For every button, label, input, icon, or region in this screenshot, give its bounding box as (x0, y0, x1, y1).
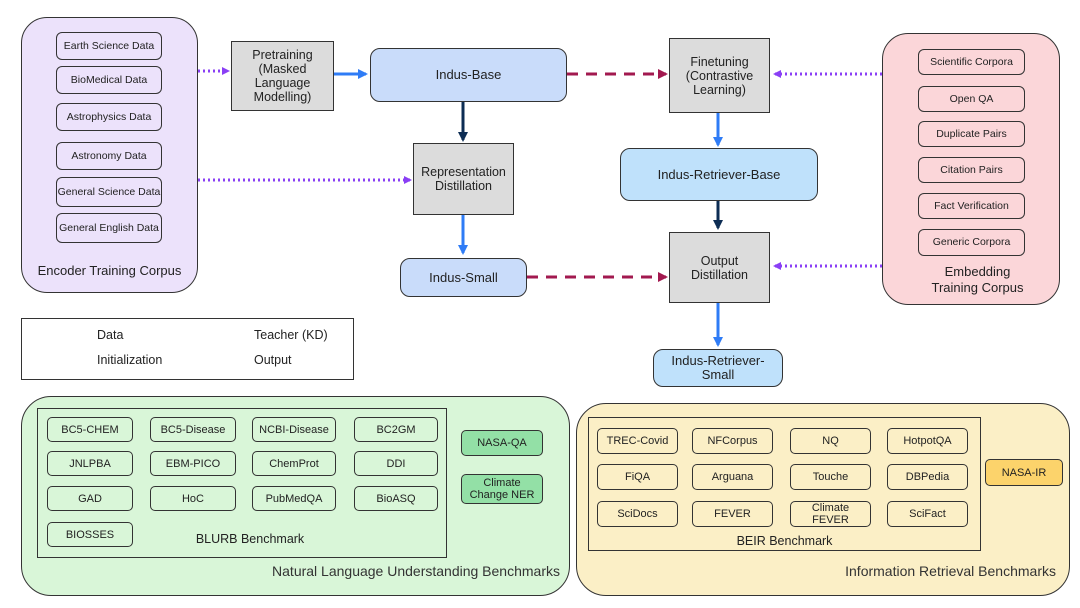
embedding-training-corpus-panel (882, 33, 1060, 305)
indus-retriever-small-box: Indus-Retriever-Small (653, 349, 783, 387)
benchmark-item: ChemProt (252, 451, 336, 476)
ir-benchmarks-label: Information Retrieval Benchmarks (845, 563, 1056, 579)
benchmark-item-extra: NASA-QA (461, 430, 543, 456)
beir-benchmark-frame (588, 417, 981, 551)
corpus-item: Generic Corpora (918, 229, 1025, 256)
beir-benchmark-label: BEIR Benchmark (736, 534, 833, 548)
legend-box (21, 318, 354, 380)
legend-teacher-label: Teacher (KD) (254, 328, 328, 342)
benchmark-item: JNLPBA (47, 451, 133, 476)
encoder-training-corpus-panel (21, 17, 198, 293)
benchmark-item: Climate FEVER (790, 501, 871, 527)
legend-init-label: Initialization (97, 353, 163, 367)
corpus-item: Earth Science Data (56, 32, 162, 60)
output-distillation-box: Output Distillation (669, 232, 770, 303)
benchmark-item: DDI (354, 451, 438, 476)
benchmark-item: FiQA (597, 464, 678, 490)
corpus-item: General English Data (56, 213, 162, 243)
corpus-item: Astronomy Data (56, 142, 162, 170)
benchmark-item: Arguana (692, 464, 773, 490)
corpus-item: Scientific Corpora (918, 49, 1025, 75)
corpus-item: Citation Pairs (918, 157, 1025, 183)
benchmark-item: GAD (47, 486, 133, 511)
embedding-corpus-label: Embedding Training Corpus (931, 264, 1024, 295)
corpus-item: Open QA (918, 86, 1025, 112)
benchmark-item: NCBI-Disease (252, 417, 336, 442)
benchmark-item: SciFact (887, 501, 968, 527)
benchmark-item: HotpotQA (887, 428, 968, 454)
benchmark-item-extra: NASA-IR (985, 459, 1063, 486)
benchmark-item: BC5-Disease (150, 417, 236, 442)
benchmark-item: DBPedia (887, 464, 968, 490)
nlu-benchmarks-label: Natural Language Understanding Benchmark… (272, 563, 560, 579)
benchmark-item: HoC (150, 486, 236, 511)
benchmark-item: Touche (790, 464, 871, 490)
corpus-item: Duplicate Pairs (918, 121, 1025, 147)
encoder-corpus-label: Encoder Training Corpus (37, 262, 182, 278)
corpus-item: Fact Verification (918, 193, 1025, 219)
corpus-item: Astrophysics Data (56, 103, 162, 131)
indus-base-box: Indus-Base (370, 48, 567, 102)
benchmark-item: FEVER (692, 501, 773, 527)
finetuning-box: Finetuning (Contrastive Learning) (669, 38, 770, 113)
benchmark-item: TREC-Covid (597, 428, 678, 454)
benchmark-item: BC2GM (354, 417, 438, 442)
corpus-item: BioMedical Data (56, 66, 162, 94)
benchmark-item-extra: Climate Change NER (461, 474, 543, 504)
corpus-item: General Science Data (56, 177, 162, 207)
benchmark-item: BC5-CHEM (47, 417, 133, 442)
blurb-benchmark-label: BLURB Benchmark (195, 532, 305, 546)
indus-retriever-base-box: Indus-Retriever-Base (620, 148, 818, 201)
representation-distillation-box: Representation Distillation (413, 143, 514, 215)
benchmark-item: BioASQ (354, 486, 438, 511)
benchmark-item: SciDocs (597, 501, 678, 527)
benchmark-item: BIOSSES (47, 522, 133, 547)
ir-benchmarks-panel (576, 403, 1070, 596)
benchmark-item: PubMedQA (252, 486, 336, 511)
benchmark-item: EBM-PICO (150, 451, 236, 476)
pretraining-box: Pretraining (Masked Language Modelling) (231, 41, 334, 111)
legend-data-label: Data (97, 328, 124, 342)
indus-small-box: Indus-Small (400, 258, 527, 297)
benchmark-item: NFCorpus (692, 428, 773, 454)
legend-output-label: Output (254, 353, 292, 367)
benchmark-item: NQ (790, 428, 871, 454)
blurb-benchmark-frame (37, 408, 447, 558)
